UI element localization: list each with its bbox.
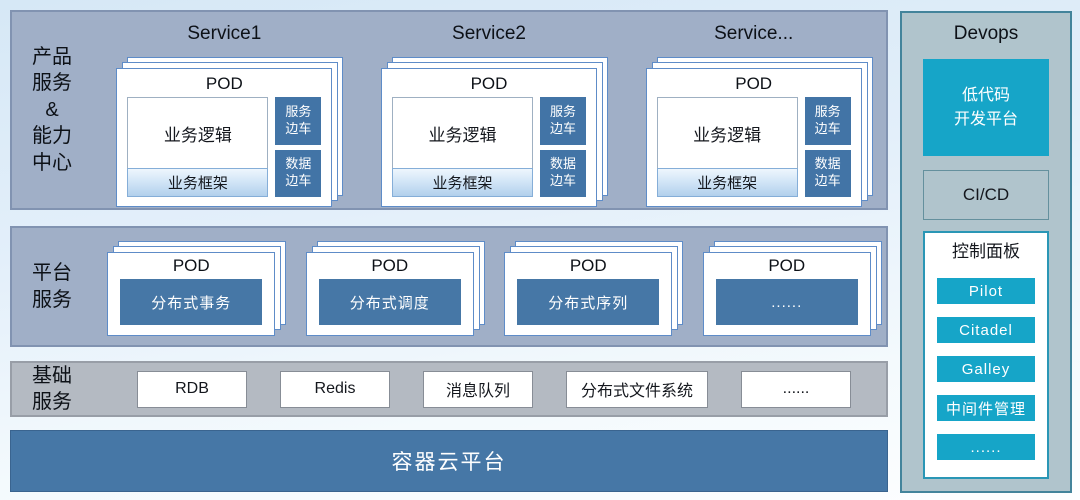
pod-left: 业务逻辑 业务框架 (392, 97, 533, 197)
distributed-scheduling-box: 分布式调度 (318, 279, 461, 325)
pod-label: POD (569, 256, 607, 275)
control-panel-item-citadel: Citadel (937, 317, 1035, 343)
platform-pod-group-4: POD ...... (688, 228, 887, 345)
pod-stack: POD 分布式调度 (305, 241, 485, 336)
pod-label: POD (735, 74, 773, 93)
control-panel-item-middleware: 中间件管理 (937, 395, 1035, 421)
service-group-1: Service1 POD 业务逻辑 业务框架 服务边车 数据边车 (92, 12, 357, 208)
platform-pod-groups: POD 分布式事务 POD 分布式调度 POD 分布式序列 (92, 228, 886, 345)
business-framework-strip: 业务框架 (392, 168, 533, 197)
pod-card: POD 分布式序列 (504, 252, 673, 336)
sidecar-column: 服务边车 数据边车 (540, 97, 586, 197)
pod-body: 业务逻辑 业务框架 服务边车 数据边车 (656, 97, 851, 197)
control-panel-title: 控制面板 (952, 242, 1020, 261)
lowcode-platform-box: 低代码 开发平台 (923, 59, 1049, 156)
pod-card: POD 业务逻辑 业务框架 服务边车 数据边车 (116, 68, 333, 207)
base-box-ellipsis: ...... (741, 370, 852, 408)
service-groups: Service1 POD 业务逻辑 业务框架 服务边车 数据边车 (92, 12, 886, 208)
devops-title: Devops (953, 23, 1019, 44)
pod-stack: POD 分布式序列 (504, 241, 684, 336)
base-service-row: RDB Redis 消息队列 分布式文件系统 ...... (137, 363, 886, 415)
sidecar-column: 服务边车 数据边车 (804, 97, 851, 197)
pod-left: 业务逻辑 业务框架 (656, 97, 798, 197)
base-box-message-queue: 消息队列 (423, 370, 533, 408)
pod-label: POD (172, 256, 210, 275)
control-panel-item-pilot: Pilot (937, 278, 1035, 304)
pod-stack: POD 业务逻辑 业务框架 服务边车 数据边车 (645, 57, 873, 207)
platform-pod-group-3: POD 分布式序列 (489, 228, 688, 345)
business-logic-box: 业务逻辑 (656, 97, 798, 169)
band-product-services: 产品 服务 & 能力 中心 Service1 POD 业务逻辑 业务框架 服务边… (10, 10, 888, 210)
band-base-services-label: 基础 服务 (32, 364, 72, 413)
data-sidecar-box: 数据边车 (804, 149, 851, 197)
band-product-services-label: 产品 服务 & 能力 中心 (32, 46, 72, 174)
control-panel-item-galley: Galley (937, 356, 1035, 382)
base-box-redis: Redis (280, 370, 390, 408)
service-sidecar-box: 服务边车 (275, 97, 322, 145)
pod-body: 业务逻辑 业务框架 服务边车 数据边车 (392, 97, 586, 197)
band-platform-services-label: 平台 服务 (32, 262, 72, 311)
pod-label: POD (371, 256, 409, 275)
pod-card: POD 业务逻辑 业务框架 服务边车 数据边车 (645, 68, 862, 207)
data-sidecar-box: 数据边车 (275, 149, 322, 197)
pod-card: POD 分布式事务 (107, 252, 276, 336)
band-platform-services: 平台 服务 POD 分布式事务 POD 分布式调度 (10, 226, 888, 347)
base-box-rdb: RDB (137, 370, 247, 408)
ellipsis-box: ...... (715, 279, 858, 325)
pod-label: POD (768, 256, 806, 275)
service-group-3: Service... POD 业务逻辑 业务框架 服务边车 数据边车 (621, 12, 886, 208)
pod-label: POD (470, 74, 508, 93)
business-logic-box: 业务逻辑 (392, 97, 533, 169)
control-panel: 控制面板 Pilot Citadel Galley 中间件管理 ...... (923, 231, 1049, 479)
pod-label: POD (205, 74, 243, 93)
container-cloud-platform-bar: 容器云平台 (10, 430, 888, 492)
data-sidecar-box: 数据边车 (540, 149, 586, 197)
pod-card: POD 业务逻辑 业务框架 服务边车 数据边车 (381, 68, 597, 207)
service-title: Service... (714, 23, 794, 44)
pod-stack: POD ...... (702, 241, 882, 336)
business-framework-strip: 业务框架 (127, 168, 269, 197)
base-box-distributed-file-system: 分布式文件系统 (566, 370, 709, 408)
pod-card: POD ...... (702, 252, 871, 336)
pod-stack: POD 业务逻辑 业务框架 服务边车 数据边车 (116, 57, 344, 207)
service-group-2: Service2 POD 业务逻辑 业务框架 服务边车 数据边车 (357, 12, 622, 208)
service-title: Service2 (452, 23, 526, 44)
service-title: Service1 (187, 23, 262, 44)
service-sidecar-box: 服务边车 (540, 97, 586, 145)
pod-left: 业务逻辑 业务框架 (127, 97, 269, 197)
control-panel-item-ellipsis: ...... (937, 434, 1035, 460)
pod-stack: POD 分布式事务 (107, 241, 287, 336)
business-logic-box: 业务逻辑 (127, 97, 269, 169)
pod-card: POD 分布式调度 (305, 252, 474, 336)
platform-pod-group-1: POD 分布式事务 (92, 228, 291, 345)
sidecar-column: 服务边车 数据边车 (275, 97, 322, 197)
business-framework-strip: 业务框架 (656, 168, 798, 197)
platform-pod-group-2: POD 分布式调度 (291, 228, 490, 345)
band-base-services: 基础 服务 RDB Redis 消息队列 分布式文件系统 ...... (10, 361, 888, 417)
devops-panel: Devops 低代码 开发平台 CI/CD 控制面板 Pilot Citadel… (900, 11, 1072, 493)
cicd-box: CI/CD (923, 170, 1049, 220)
pod-stack: POD 业务逻辑 业务框架 服务边车 数据边车 (381, 57, 608, 207)
service-sidecar-box: 服务边车 (804, 97, 851, 145)
pod-body: 业务逻辑 业务框架 服务边车 数据边车 (127, 97, 322, 197)
distributed-transaction-box: 分布式事务 (120, 279, 263, 325)
distributed-sequence-box: 分布式序列 (517, 279, 660, 325)
